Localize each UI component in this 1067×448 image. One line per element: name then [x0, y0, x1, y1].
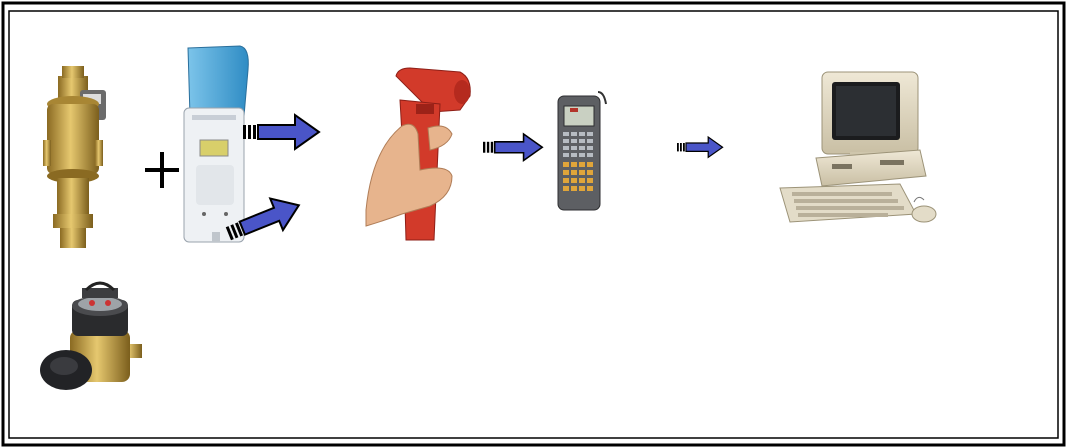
arrow-reader-to-terminal [482, 133, 544, 162]
red-reader-icon [365, 67, 471, 241]
handheld-terminal-icon [557, 91, 607, 211]
plus-icon [145, 152, 179, 188]
radio-module-icon [183, 45, 249, 243]
brass-meter-icon [43, 66, 106, 248]
inner-border [8, 10, 1059, 439]
desktop-computer-icon [779, 71, 937, 223]
arrow-terminal-to-computer [676, 136, 724, 158]
compact-meter-icon [40, 281, 142, 390]
arrow-module-to-reader-upper [242, 114, 320, 150]
